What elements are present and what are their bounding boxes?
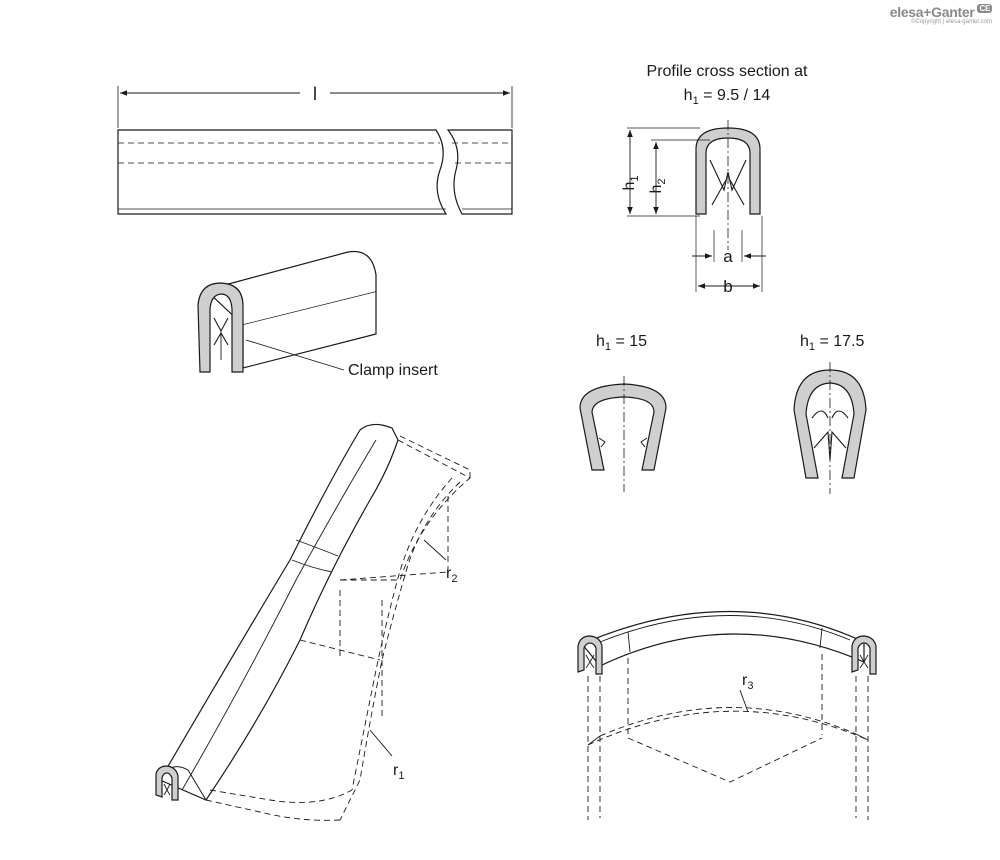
r1-label: r1 <box>393 762 404 782</box>
h15-label: h1 = 15 <box>596 333 647 353</box>
dimension-b-label: b <box>723 277 732 296</box>
length-label: l <box>313 84 317 104</box>
dimension-a-label: a <box>723 247 733 266</box>
h175-label: h1 = 17.5 <box>800 333 865 353</box>
brand-copyright: ©Copyright | elesa-ganter.com <box>910 19 992 25</box>
profile-title-line1: Profile cross section at <box>647 63 809 80</box>
clamp-insert-leader <box>245 339 345 371</box>
profile-title-line2: h1 = 9.5 / 14 <box>684 87 771 107</box>
bent-profile-view <box>155 423 471 821</box>
cross-section-h175 <box>793 362 867 494</box>
cross-section-main <box>627 120 766 292</box>
isometric-profile-piece <box>197 250 377 373</box>
straight-profile-view <box>117 86 513 215</box>
r3-label: r3 <box>742 672 753 692</box>
cross-section-h15 <box>579 376 667 492</box>
ce-mark-icon: CE <box>977 4 992 13</box>
arched-profile-view <box>577 610 877 820</box>
clamp-insert-label: Clamp insert <box>348 362 438 379</box>
h2-label: h2 <box>648 178 668 193</box>
h1-label: h1 <box>621 175 641 190</box>
r2-label: r2 <box>446 565 457 585</box>
